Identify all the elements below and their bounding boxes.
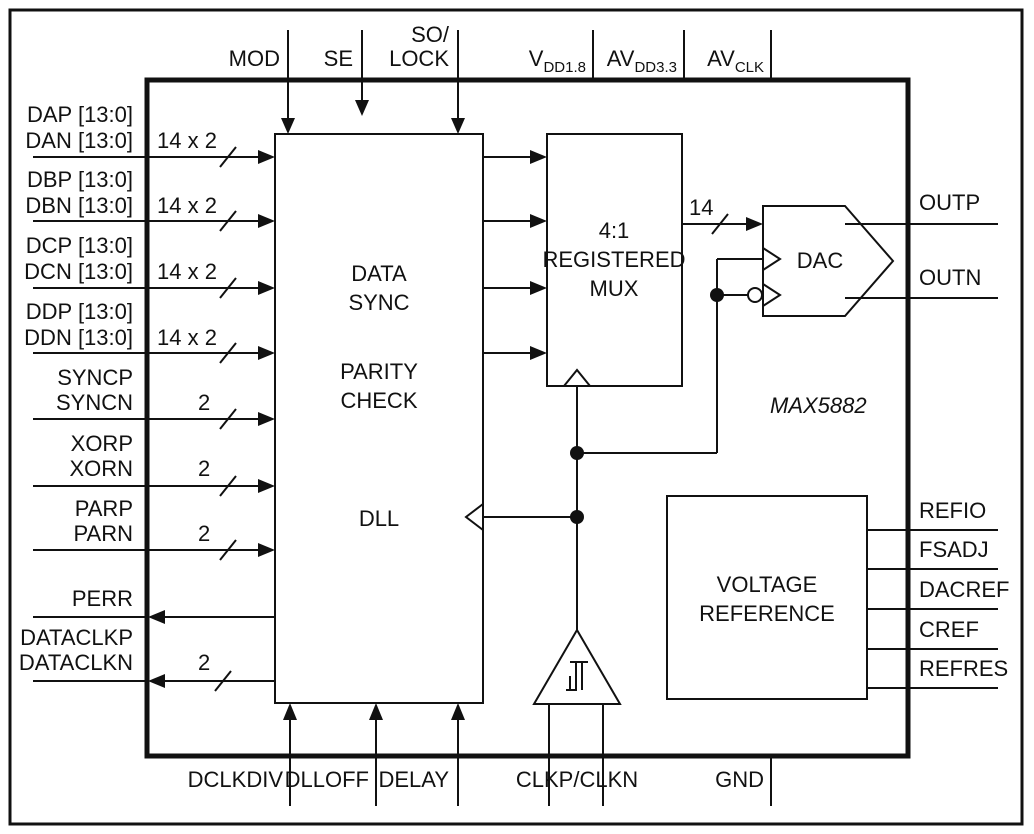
pin-vdd18-label: VDD1.8 [529, 46, 586, 76]
core-label-data: DATA [351, 261, 407, 286]
vref-label-2: REFERENCE [699, 601, 835, 626]
pin-perr-label: PERR [72, 586, 133, 611]
pin-xor-label-1: XORP [71, 431, 133, 456]
core-label-dll: DLL [359, 506, 399, 531]
core-label-parity: PARITY [340, 359, 418, 384]
pin-so-lock-label-2: LOCK [389, 46, 449, 71]
pin-xor-width: 2 [198, 456, 210, 481]
pin-db-label-1: DBP [13:0] [27, 167, 133, 192]
pin-db-width: 14 x 2 [157, 193, 217, 218]
mux-label-1: 4:1 [599, 218, 630, 243]
pin-db-label-2: DBN [13:0] [25, 193, 133, 218]
top-pins: MOD SE SO/ LOCK VDD1.8 AVDD3.3 AVCLK [229, 22, 772, 134]
part-number: MAX5882 [770, 393, 867, 418]
pin-sync-width: 2 [198, 390, 210, 415]
pin-clk-label: CLKP/CLKN [516, 767, 638, 792]
pin-delay-label: DELAY [378, 767, 449, 792]
pin-fsadj-label: FSADJ [919, 537, 989, 562]
mux-clock-triangle [563, 368, 591, 387]
mux-label-3: MUX [590, 276, 639, 301]
pin-dc-width: 14 x 2 [157, 259, 217, 284]
pin-da-label-1: DAP [13:0] [27, 102, 133, 127]
vref-pins: REFIO FSADJ DACREF CREF REFRES [867, 498, 1009, 689]
pin-dacref-label: DACREF [919, 577, 1009, 602]
pin-dc-label-2: DCN [13:0] [24, 259, 133, 284]
pin-avclk-label: AVCLK [707, 46, 764, 76]
pin-dataclk-width: 2 [198, 650, 210, 675]
core-block [274, 133, 484, 704]
vref-label-1: VOLTAGE [717, 572, 818, 597]
pin-dd-label-1: DDP [13:0] [26, 299, 133, 324]
pin-dd-width: 14 x 2 [157, 325, 217, 350]
pin-so-lock-label-1: SO/ [411, 22, 450, 47]
bottom-pins: DCLKDIV DLLOFF DELAY CLKP/CLKN GND [188, 703, 772, 806]
mux-label-2: REGISTERED [542, 247, 685, 272]
pin-par-label-2: PARN [74, 521, 134, 546]
dac-block [762, 205, 895, 317]
figure-border [8, 8, 1024, 826]
dac-label: DAC [797, 248, 844, 273]
pin-dclkdiv-label: DCLKDIV [188, 767, 284, 792]
pin-da-label-2: DAN [13:0] [25, 128, 133, 153]
pin-gnd-label: GND [715, 767, 764, 792]
pin-outp-label: OUTP [919, 190, 980, 215]
core-to-mux-arrows [483, 150, 547, 360]
pin-refio-label: REFIO [919, 498, 986, 523]
pin-sync-label-1: SYNCP [57, 365, 133, 390]
pin-sync-label-2: SYNCN [56, 390, 133, 415]
core-label-sync: SYNC [348, 290, 409, 315]
mux-block [546, 133, 683, 387]
pin-cref-label: CREF [919, 617, 979, 642]
pin-xor-label-2: XORN [69, 456, 133, 481]
pin-avdd33-label: AVDD3.3 [607, 46, 677, 76]
pin-dd-label-2: DDN [13:0] [24, 325, 133, 350]
pin-par-width: 2 [198, 521, 210, 546]
dll-clock-triangle [464, 503, 484, 531]
pin-par-label-1: PARP [75, 496, 133, 521]
schmitt-trigger-icon [566, 661, 588, 691]
dac-bus-width: 14 [689, 195, 713, 220]
left-pins: DAP [13:0] DAN [13:0] 14 x 2 DBP [13:0] … [19, 102, 275, 692]
pin-dlloff-label: DLLOFF [285, 767, 369, 792]
pin-da-width: 14 x 2 [157, 128, 217, 153]
voltage-reference-block [666, 495, 868, 700]
pin-refres-label: REFRES [919, 656, 1008, 681]
pin-dataclk-label-2: DATACLKN [19, 650, 133, 675]
pin-dc-label-1: DCP [13:0] [26, 233, 133, 258]
pin-outn-label: OUTN [919, 265, 981, 290]
core-label-check: CHECK [340, 388, 417, 413]
dac-clock-bubble [747, 287, 763, 303]
pin-dataclk-label-1: DATACLKP [20, 625, 133, 650]
pin-mod-label: MOD [229, 46, 280, 71]
pin-se-label: SE [324, 46, 353, 71]
